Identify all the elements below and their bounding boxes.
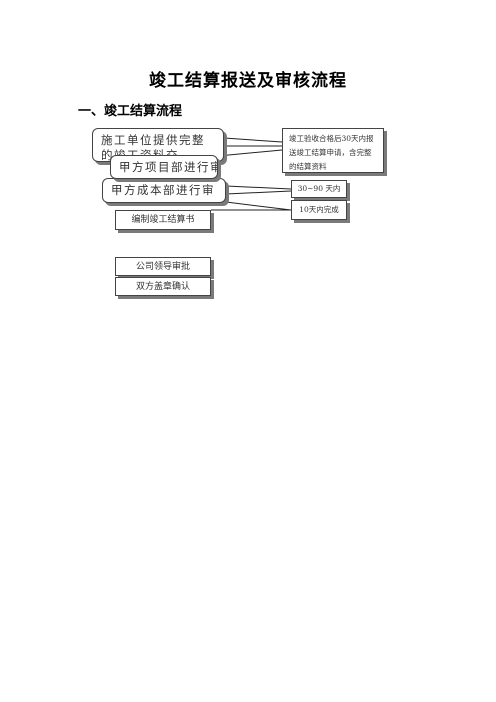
flow-step-label: 双方盖章确认: [135, 282, 190, 292]
flow-step-label: 甲方项目部进行审: [119, 160, 218, 174]
flow-step-project-review: 甲方项目部进行审: [110, 155, 218, 179]
page-title: 竣工结算报送及审核流程: [149, 71, 347, 91]
note-submission-deadline: 竣工验收合格后30天内报送竣工结算申请，含完整的结算资料: [282, 128, 384, 173]
flow-step-label: 公司领导审批: [135, 262, 190, 272]
note-review-period: 30~90 天内: [291, 180, 347, 198]
flow-step-prepare-settlement: 编制竣工结算书: [115, 210, 211, 230]
section-heading: 一、竣工结算流程: [78, 104, 183, 119]
note-completion-period: 10天内完成: [291, 200, 347, 220]
flow-step-label: 编制竣工结算书: [131, 215, 195, 225]
flow-step-seal-confirmation: 双方盖章确认: [115, 277, 211, 296]
flow-step-leadership-approval: 公司领导审批: [115, 257, 211, 276]
flow-step-label: 甲方成本部进行审: [111, 183, 215, 197]
flow-step-cost-review: 甲方成本部进行审: [102, 178, 226, 203]
